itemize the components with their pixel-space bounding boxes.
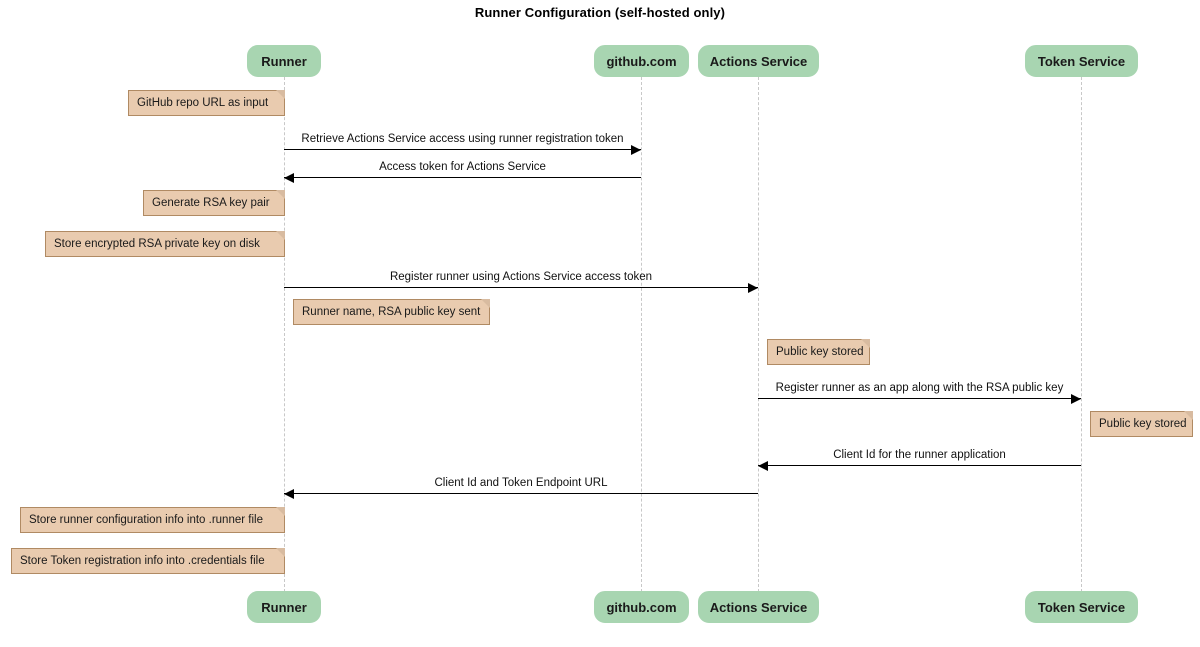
lifeline-github xyxy=(641,77,642,592)
note-text: GitHub repo URL as input xyxy=(137,97,269,109)
note-fold-corner-icon xyxy=(481,299,490,308)
participant-header-token[interactable]: Token Service xyxy=(1025,45,1138,77)
message-label-m3: Register runner using Actions Service ac… xyxy=(389,271,653,283)
message-label-m1: Retrieve Actions Service access using ru… xyxy=(301,133,624,145)
page-title: Runner Configuration (self-hosted only) xyxy=(474,5,726,20)
note-fold-corner-icon xyxy=(276,548,285,557)
note-fold-corner-icon xyxy=(276,90,285,99)
arrowhead-left-icon-m6 xyxy=(284,489,294,499)
note-n1: GitHub repo URL as input xyxy=(128,90,285,116)
participant-footer-runner[interactable]: Runner xyxy=(247,591,321,623)
arrowhead-right-icon-m4 xyxy=(1071,394,1081,404)
note-n6: Public key stored xyxy=(1090,411,1193,437)
message-label-m2: Access token for Actions Service xyxy=(379,161,546,173)
arrowhead-right-icon-m1 xyxy=(631,145,641,155)
note-fold-corner-icon xyxy=(1184,411,1193,420)
message-label-m6: Client Id and Token Endpoint URL xyxy=(434,477,608,489)
lifeline-actions xyxy=(758,77,759,592)
message-line-m1 xyxy=(284,149,641,150)
note-n3: Store encrypted RSA private key on disk xyxy=(45,231,285,257)
note-text: Runner name, RSA public key sent xyxy=(302,306,481,318)
arrowhead-left-icon-m2 xyxy=(284,173,294,183)
lifeline-runner xyxy=(284,77,285,592)
lifeline-token xyxy=(1081,77,1082,592)
message-line-m6 xyxy=(284,493,758,494)
note-fold-corner-icon xyxy=(276,190,285,199)
message-label-m4: Register runner as an app along with the… xyxy=(775,382,1064,394)
note-n7: Store runner configuration info into .ru… xyxy=(20,507,285,533)
participant-footer-actions[interactable]: Actions Service xyxy=(698,591,819,623)
note-text: Public key stored xyxy=(1099,418,1187,430)
note-text: Generate RSA key pair xyxy=(152,197,270,209)
note-fold-corner-icon xyxy=(276,231,285,240)
note-fold-corner-icon xyxy=(276,507,285,516)
arrowhead-left-icon-m5 xyxy=(758,461,768,471)
note-fold-corner-icon xyxy=(861,339,870,348)
note-n8: Store Token registration info into .cred… xyxy=(11,548,285,574)
note-n5: Public key stored xyxy=(767,339,870,365)
note-n2: Generate RSA key pair xyxy=(143,190,285,216)
participant-footer-token[interactable]: Token Service xyxy=(1025,591,1138,623)
note-n4: Runner name, RSA public key sent xyxy=(293,299,490,325)
participant-header-actions[interactable]: Actions Service xyxy=(698,45,819,77)
participant-header-runner[interactable]: Runner xyxy=(247,45,321,77)
message-line-m2 xyxy=(284,177,641,178)
note-text: Store encrypted RSA private key on disk xyxy=(54,238,260,250)
participant-footer-github[interactable]: github.com xyxy=(594,591,689,623)
note-text: Public key stored xyxy=(776,346,864,358)
note-text: Store runner configuration info into .ru… xyxy=(29,514,263,526)
message-line-m5 xyxy=(758,465,1081,466)
message-line-m3 xyxy=(284,287,758,288)
participant-header-github[interactable]: github.com xyxy=(594,45,689,77)
arrowhead-right-icon-m3 xyxy=(748,283,758,293)
note-text: Store Token registration info into .cred… xyxy=(20,555,265,567)
message-label-m5: Client Id for the runner application xyxy=(833,449,1006,461)
message-line-m4 xyxy=(758,398,1081,399)
